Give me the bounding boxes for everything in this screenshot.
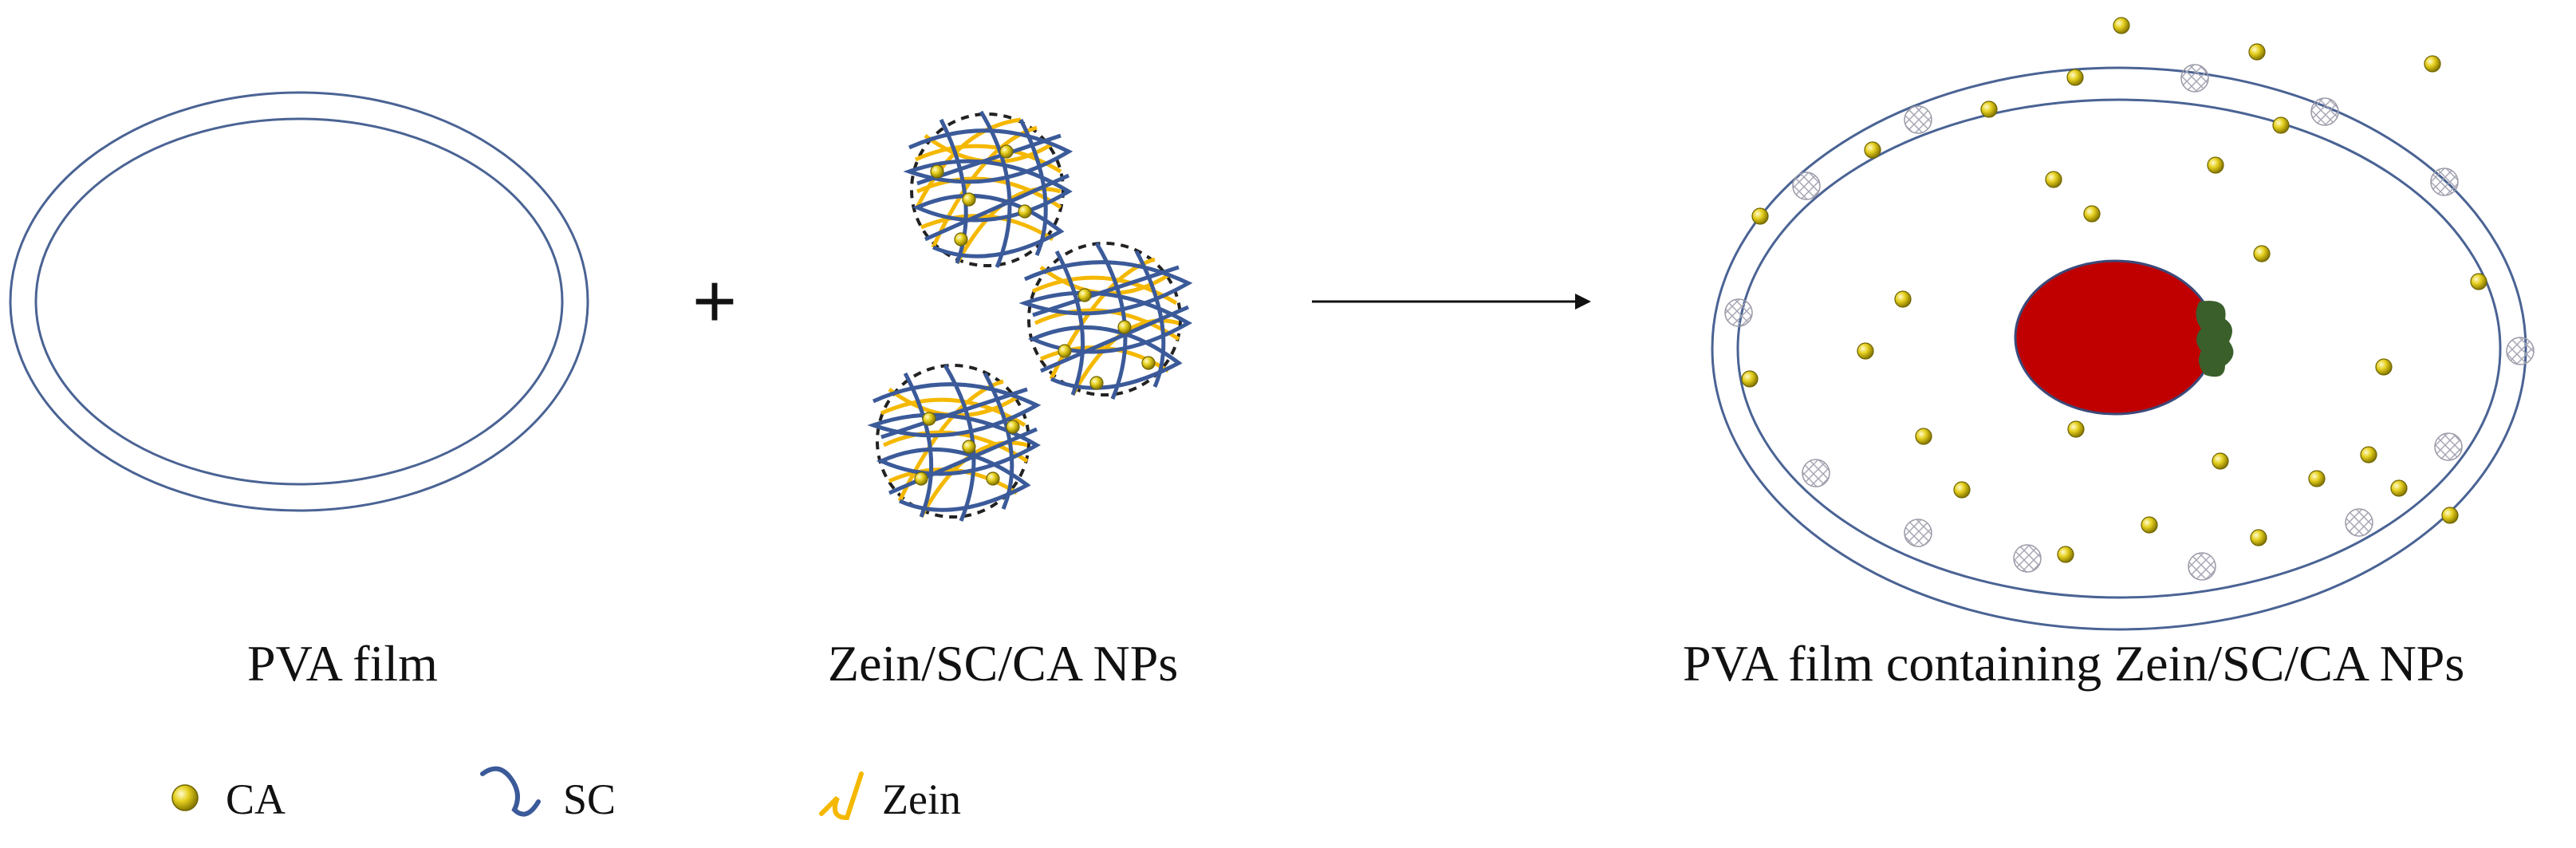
ca-dot-icon bbox=[922, 412, 936, 426]
ca-dot-icon bbox=[1058, 344, 1072, 358]
ca-dot-icon bbox=[2375, 358, 2393, 376]
ca-dot-icon bbox=[1857, 342, 1874, 360]
ca-dot-icon bbox=[2113, 17, 2130, 34]
embedded-nanoparticle-icon bbox=[2345, 508, 2373, 537]
ca-dot-icon bbox=[1980, 101, 1998, 118]
embedded-nanoparticle-icon bbox=[2430, 168, 2459, 196]
ca-dot-icon bbox=[962, 192, 976, 207]
ca-dot-icon bbox=[2045, 171, 2062, 188]
legend-zein-label: Zein bbox=[882, 775, 961, 823]
ca-dot-icon bbox=[1751, 207, 1769, 225]
ca-dot-icon bbox=[1864, 141, 1881, 159]
ca-dot-icon bbox=[2212, 452, 2229, 470]
ca-dot-icon bbox=[1006, 420, 1020, 434]
legend-sc-strand-icon bbox=[480, 766, 541, 817]
embedded-nanoparticle-icon bbox=[2188, 552, 2216, 581]
ca-dot-icon bbox=[1089, 376, 1104, 390]
nanoparticle-middle bbox=[1018, 242, 1193, 400]
nanoparticle-ca-dots bbox=[914, 144, 1156, 486]
embedded-nanoparticle-icon bbox=[2310, 97, 2339, 126]
pva-film-ring bbox=[9, 91, 589, 512]
nanoparticle-bottom bbox=[867, 364, 1042, 522]
ca-dot-icon bbox=[2248, 43, 2266, 61]
ca-dot-icon bbox=[1741, 370, 1759, 388]
ca-dot-icon bbox=[2441, 507, 2459, 524]
ca-dot-icon bbox=[2253, 245, 2271, 262]
embedded-nanoparticle-icon bbox=[2506, 337, 2535, 365]
ca-dot-icon bbox=[1141, 356, 1156, 370]
fruit-icon bbox=[2014, 259, 2234, 416]
plus-sign: + bbox=[692, 258, 738, 344]
embedded-nanoparticle-icon bbox=[1792, 172, 1821, 200]
legend-ca-label: CA bbox=[226, 775, 286, 823]
ca-dot-icon bbox=[1894, 290, 1912, 308]
ca-dot-icon bbox=[2250, 529, 2267, 546]
ca-dot-icon bbox=[2272, 116, 2290, 134]
ca-dot-icon bbox=[962, 440, 976, 454]
ca-dot-icon bbox=[1915, 428, 1932, 445]
ca-dot-icon bbox=[2057, 546, 2074, 563]
ca-dot-icon bbox=[2066, 69, 2084, 86]
ca-dot-icon bbox=[2424, 55, 2441, 73]
film-ca-dots bbox=[1741, 17, 2487, 563]
embedded-nanoparticle-icon bbox=[2434, 432, 2463, 461]
embedded-nanoparticle-icon bbox=[1724, 298, 1753, 327]
embedded-nanoparticle-icon bbox=[2013, 544, 2042, 573]
ca-dot-icon bbox=[954, 232, 968, 247]
ca-dot-icon bbox=[1953, 481, 1971, 499]
process-arrow bbox=[1312, 294, 1591, 310]
embedded-nanoparticle-icon bbox=[1802, 459, 1830, 487]
ca-dot-icon bbox=[2470, 273, 2487, 290]
ca-dot-icon bbox=[2067, 420, 2085, 438]
legend-ca-dot-icon bbox=[171, 784, 199, 811]
ca-dot-icon bbox=[1117, 320, 1132, 334]
ca-dot-icon bbox=[2083, 205, 2101, 223]
ca-dot-icon bbox=[930, 164, 944, 179]
ca-dot-icon bbox=[2207, 156, 2224, 174]
ca-dot-icon bbox=[1018, 204, 1032, 219]
ca-dot-icon bbox=[914, 471, 928, 486]
result-film-label: PVA film containing Zein/SC/CA NPs bbox=[1683, 635, 2465, 692]
ca-dot-icon bbox=[986, 471, 1000, 486]
ca-dot-icon bbox=[999, 144, 1014, 159]
ca-dot-icon bbox=[2390, 479, 2408, 497]
nanoparticle-top bbox=[903, 110, 1073, 268]
nanoparticle-cluster bbox=[867, 110, 1193, 522]
embedded-nanoparticle-icon bbox=[2180, 64, 2209, 93]
embedded-nanoparticle-icon bbox=[1904, 519, 1932, 547]
ca-dot-icon bbox=[2308, 470, 2326, 487]
nanoparticles-label: Zein/SC/CA NPs bbox=[828, 635, 1179, 692]
ca-dot-icon bbox=[2141, 516, 2158, 534]
legend-sc-label: SC bbox=[563, 775, 616, 823]
ca-dot-icon bbox=[2360, 446, 2377, 463]
embedded-nanoparticles bbox=[1724, 64, 2535, 581]
embedded-nanoparticle-icon bbox=[1904, 105, 1932, 134]
ca-dot-icon bbox=[1077, 288, 1092, 302]
legend-zein-strand-icon bbox=[819, 771, 864, 821]
pva-film-label: PVA film bbox=[247, 635, 438, 692]
